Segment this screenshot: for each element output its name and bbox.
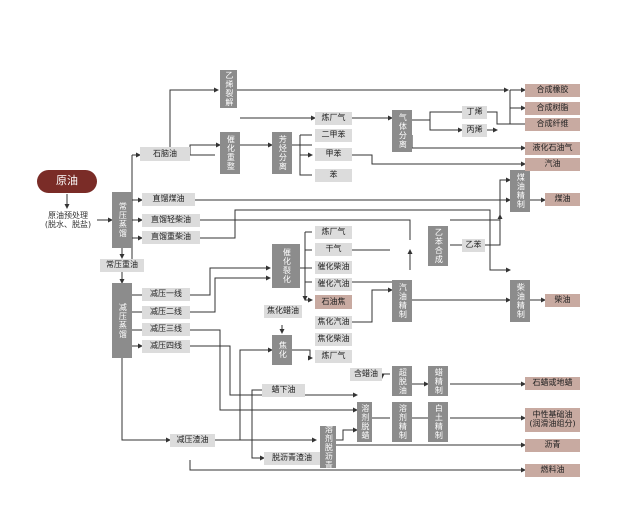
vacuum-distillation: 减压蒸馏: [112, 283, 132, 358]
ethylbenzene-synthesis: 乙苯合成: [428, 226, 448, 266]
stream-refinery-gas-1: 炼厂气: [315, 112, 352, 125]
product-diesel: 柴油: [545, 294, 580, 307]
product-asphalt: 沥青: [525, 439, 580, 452]
stream-coker-gasoline: 焦化汽油: [315, 316, 352, 329]
crude-oil-start: 原油: [37, 170, 97, 193]
stream-cat-diesel: 催化柴油: [315, 261, 352, 274]
atmospheric-distillation: 常压蒸馏: [112, 192, 132, 248]
product-kerosene: 煤油: [545, 193, 580, 206]
ethylene-cracking: 乙烯裂解: [220, 70, 237, 108]
stream-benzene: 苯: [315, 169, 352, 182]
stream-atm-residue: 常压重油: [100, 259, 144, 272]
stream-petroleum-coke: 石油焦: [315, 295, 352, 309]
stream-ethylbenzene: 乙苯: [462, 239, 485, 252]
product-lpg: 液化石油气: [525, 142, 580, 155]
super-dewax-unit: 超脱油: [392, 366, 412, 396]
diesel-refining: 柴油精制: [510, 280, 530, 322]
stream-vacuum-2: 减压二线: [142, 306, 190, 319]
stream-coker-wax-oil: 焦化蜡油: [264, 305, 302, 318]
aromatics-separation: 芳烃分离: [272, 132, 292, 174]
stream-dry-gas: 干气: [315, 243, 352, 256]
stream-cat-gasoline: 催化汽油: [315, 278, 352, 291]
stream-straight-light-diesel: 直馏轻柴油: [142, 214, 200, 227]
solvent-dewaxing: 溶剂脱蜡: [357, 402, 372, 442]
product-synthetic-fiber: 合成纤维: [525, 118, 580, 131]
stream-straight-kerosene: 直馏煤油: [142, 193, 195, 206]
stream-deasphalted-residue: 脱沥青渣油: [264, 452, 320, 465]
stream-vacuum-residue: 减压渣油: [170, 434, 215, 447]
stream-vacuum-3: 减压三线: [142, 323, 190, 336]
product-fuel-oil: 燃料油: [525, 464, 580, 477]
stream-toluene: 甲苯: [315, 148, 352, 161]
product-paraffin: 石蜡或地蜡: [525, 377, 580, 390]
gas-separation: 气体分离: [392, 110, 412, 152]
stream-butene: 丁烯: [462, 106, 487, 119]
stream-naphtha: 石脑油: [140, 147, 190, 161]
kerosene-refining: 煤油精制: [510, 170, 530, 212]
product-gasoline: 汽油: [525, 158, 580, 171]
solvent-deasphalting: 溶剂脱沥青: [320, 425, 336, 470]
stream-refinery-gas-3: 炼厂气: [315, 350, 352, 363]
stream-coker-diesel: 焦化柴油: [315, 333, 352, 346]
stream-slack-wax: 蜡下油: [262, 384, 305, 397]
solvent-refining: 溶剂精制: [392, 402, 412, 442]
product-synthetic-rubber: 合成橡胶: [525, 84, 580, 97]
gasoline-refining: 汽油精制: [392, 280, 412, 322]
stream-propylene: 丙烯: [462, 124, 487, 137]
catalytic-cracking: 催化裂化: [272, 244, 300, 288]
stream-refinery-gas-2: 炼厂气: [315, 226, 352, 239]
clay-refining: 白土精制: [428, 402, 448, 442]
catalytic-reforming: 催化重整: [220, 132, 240, 174]
stream-xylene: 二甲苯: [315, 129, 352, 142]
product-synthetic-resin: 合成树脂: [525, 102, 580, 115]
paraffin-refining: 蜡精制: [428, 366, 448, 396]
stream-vacuum-4: 减压四线: [142, 340, 190, 353]
stream-straight-heavy-diesel: 直馏重柴油: [142, 231, 200, 244]
stream-vacuum-1: 减压一线: [142, 288, 190, 301]
stream-wax-oil: 含蜡油: [350, 368, 382, 381]
pretreatment-label: 原油预处理 (脱水、脱盐): [44, 211, 92, 229]
product-lube-base-oil: 中性基础油 (润滑油组分): [525, 408, 580, 432]
coking-unit: 焦化: [272, 335, 292, 365]
